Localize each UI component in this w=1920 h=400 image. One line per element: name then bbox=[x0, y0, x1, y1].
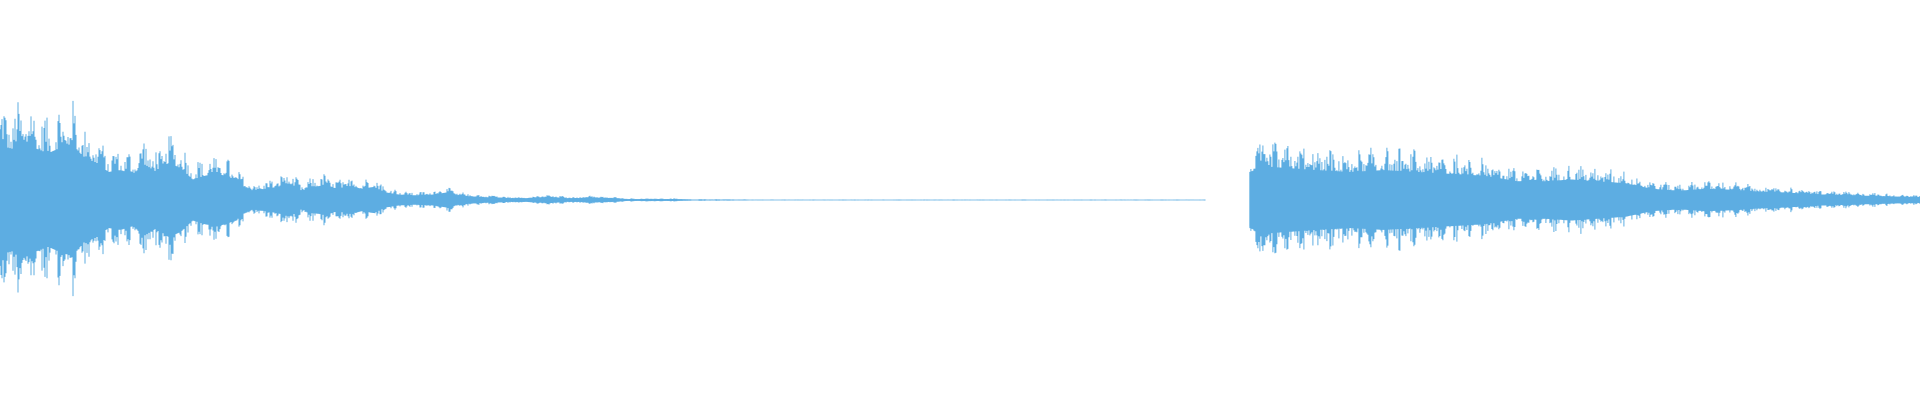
waveform-clips bbox=[0, 100, 1920, 297]
waveform-core bbox=[0, 142, 1206, 258]
waveform-core bbox=[1249, 166, 1920, 234]
second-clip[interactable] bbox=[1249, 142, 1920, 254]
first-clip[interactable] bbox=[0, 100, 1206, 297]
